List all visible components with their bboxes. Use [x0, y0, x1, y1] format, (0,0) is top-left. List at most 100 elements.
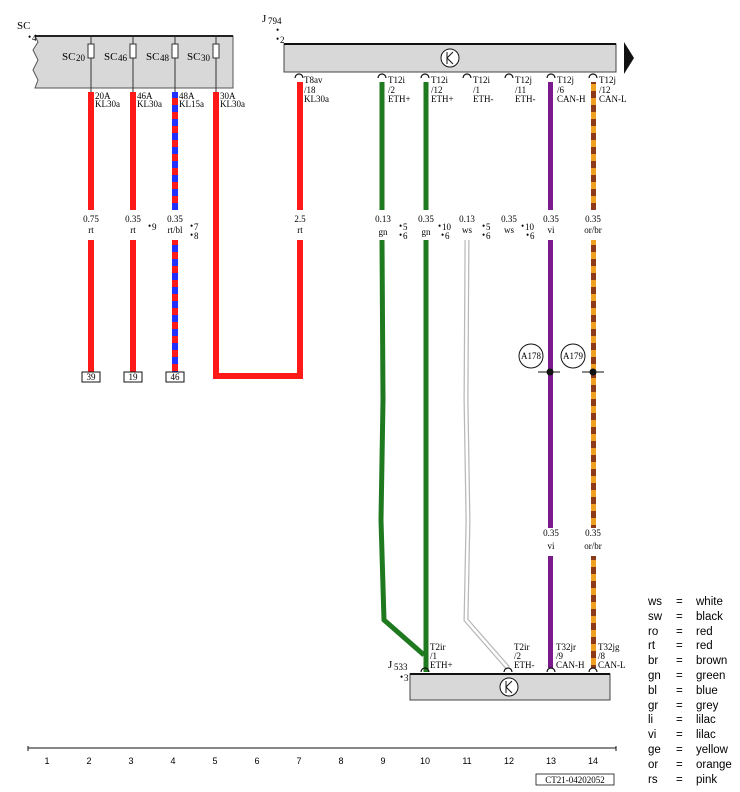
wire-color: ws: [462, 225, 472, 235]
wire-orange-brown-can-l: [591, 240, 596, 528]
legend-eq: =: [676, 625, 683, 638]
wire-red: [130, 92, 136, 210]
j533-pin-number: /8: [598, 651, 606, 661]
legend-code: gn: [648, 669, 661, 682]
legend-eq: =: [676, 729, 683, 742]
terminal-boxes: 39 19 46: [81, 371, 185, 383]
grid-number: 11: [462, 756, 471, 766]
legend-name: brown: [696, 655, 728, 668]
sc-pin: 4: [32, 33, 37, 43]
fuse-label-main: SC: [146, 51, 159, 63]
crossref: 6: [530, 231, 535, 241]
wire-size: 2.5: [294, 214, 306, 224]
wire-color: rt/bl: [168, 225, 183, 235]
grid-number: 1: [44, 756, 49, 766]
fuse-label-sub: 46: [118, 53, 128, 63]
crossref: 9: [152, 222, 157, 232]
wires: [88, 82, 596, 672]
wire-size: 0.35: [501, 214, 517, 224]
fuse-sc20: SC 20: [62, 36, 95, 92]
grid-number: 10: [420, 756, 430, 766]
j794-pin-number: /6: [557, 85, 565, 95]
terminal-box: [165, 371, 185, 383]
legend-row: or=orange: [648, 758, 740, 773]
crossref-dot: •: [190, 221, 193, 231]
splice-label-circle: [560, 343, 586, 369]
splice-points: A178 A179: [518, 343, 604, 376]
diagram-id-box: [535, 773, 615, 786]
diagram-id: CT21-04202052: [545, 775, 605, 785]
legend-name: pink: [696, 773, 718, 786]
crossref-dot: •: [482, 230, 485, 240]
j533-pin-signal: CAN-H: [556, 660, 585, 670]
legend-code: vi: [648, 729, 657, 742]
j533-pin-connector: T2ir: [514, 642, 530, 652]
j794-label-sub: 794: [268, 16, 282, 26]
j533-pin-number: /2: [514, 651, 521, 661]
fuse-label-main: SC: [187, 51, 200, 63]
j533-gateway: J 533 • 3 T2ir /1 ETH+ T2ir /2 ETH- T32j…: [388, 642, 626, 701]
j533-label-sub: 533: [394, 662, 408, 672]
legend-code: or: [648, 758, 659, 771]
legend-row: vi=lilac: [648, 728, 740, 743]
cross-references: • 9 • 7 • 8 • 5 • 6 • 10 • 6 • 5 • 6 • 1…: [148, 221, 535, 241]
crossref-dot: •: [399, 221, 402, 231]
crossref: 6: [403, 231, 408, 241]
j794-pin-signal: ETH+: [431, 94, 454, 104]
crossref: 10: [442, 222, 452, 232]
fuse-output-amp: 20A: [95, 91, 111, 101]
j533-pin-connector: T32jr: [556, 642, 576, 652]
legend-code: ro: [648, 625, 659, 638]
j794-dot: •: [276, 25, 279, 35]
fuse-output-amp: 30A: [220, 91, 236, 101]
j794-pin-number: /11: [515, 85, 526, 95]
wire-violet-can-h: [548, 556, 553, 668]
j794-pin-number: /1: [473, 85, 480, 95]
grid-number: 14: [588, 756, 598, 766]
fuse-label-main: SC: [104, 51, 117, 63]
wire-size: 0.13: [459, 214, 475, 224]
j794-pin-connector: T12j: [599, 75, 616, 85]
legend-row: ro = red: [648, 625, 740, 640]
legend-name: blue: [696, 684, 718, 697]
crossref-dot: •: [438, 221, 441, 231]
wire-size: 0.35: [543, 214, 559, 224]
terminal-number: 19: [129, 372, 139, 382]
crossref-dot: •: [399, 230, 402, 240]
control-unit-icon: [440, 48, 460, 68]
crossref-dot: •: [441, 230, 444, 240]
wire-size: 0.35: [418, 214, 434, 224]
j533-pin-signal: CAN-L: [598, 660, 626, 670]
wire-color: vi: [547, 225, 555, 235]
wire-red-blue: [172, 92, 178, 210]
fuse-output-labels: 20A KL30a 46A KL30a 48A KL15a 30A KL30a: [95, 91, 245, 109]
wire-color: ws: [504, 225, 514, 235]
wire-green-eth-plus: [378, 82, 426, 657]
legend-row: li=lilac: [648, 713, 740, 728]
legend-eq: =: [676, 699, 683, 712]
legend-name: red: [696, 625, 713, 638]
legend-eq: =: [676, 714, 683, 727]
fuse-sc46: SC 46: [104, 36, 137, 92]
j533-pin-signal: ETH+: [430, 660, 453, 670]
wire-red: [130, 240, 136, 372]
fuse-output-term: KL30a: [220, 99, 245, 109]
legend-row: ge=yellow: [648, 743, 740, 758]
crossref: 6: [486, 231, 491, 241]
legend-row: sw=black: [648, 610, 740, 625]
j794-pin-number: /12: [431, 85, 443, 95]
splice-dot: [546, 368, 554, 376]
fuse-output-term: KL15a: [179, 99, 204, 109]
legend-name: yellow: [696, 743, 728, 756]
j794-pin-signal: ETH-: [473, 94, 494, 104]
fuse-sc48: SC 48: [146, 36, 179, 92]
crossref: 7: [194, 222, 199, 232]
j794-pin-connector: T12i: [388, 75, 405, 85]
legend-row: gn=green: [648, 669, 740, 684]
legend-eq: =: [676, 773, 683, 786]
legend-code: sw: [648, 610, 663, 623]
j533-pin-signal: ETH-: [514, 660, 535, 670]
j794-pin-number: /18: [304, 85, 316, 95]
legend-code: rs: [648, 773, 658, 786]
legend-row: rs = pink: [648, 773, 740, 788]
